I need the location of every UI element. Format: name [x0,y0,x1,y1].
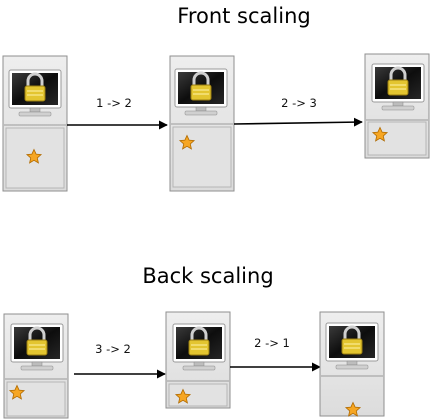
panel-6 [319,311,385,417]
lock-monitor-icon [174,68,228,116]
step-label: 1 -> 2 [96,96,132,110]
star-icon [25,148,43,164]
star-icon [371,126,389,142]
panel-5 [165,311,231,409]
panel-2 [169,55,235,192]
lock-monitor-icon [8,69,62,117]
star-icon [178,134,196,150]
panel-4 [3,313,69,419]
lock-monitor-icon [371,63,425,111]
star-icon [174,388,192,404]
step-label: 2 -> 1 [254,336,290,350]
step-label: 2 -> 3 [281,96,317,110]
lock-monitor-icon [325,322,379,370]
front-scaling-row: Front scaling 1 -> 2 [2,4,430,192]
back-scaling-row: Back scaling 3 -> 2 [3,264,385,419]
step-arrow-3-to-2: 3 -> 2 [74,342,166,379]
step-arrow-2-to-3: 2 -> 3 [233,96,363,127]
panel-3 [364,53,430,159]
star-icon [344,401,362,417]
back-scaling-title: Back scaling [142,264,273,288]
lock-monitor-icon [172,323,226,371]
lock-monitor-icon [10,323,64,371]
panel-1 [2,55,68,192]
step-arrow-2-to-1: 2 -> 1 [230,336,321,372]
front-scaling-title: Front scaling [177,4,310,28]
step-arrow-1-to-2: 1 -> 2 [67,96,168,130]
star-icon [8,384,26,400]
step-label: 3 -> 2 [95,342,131,356]
